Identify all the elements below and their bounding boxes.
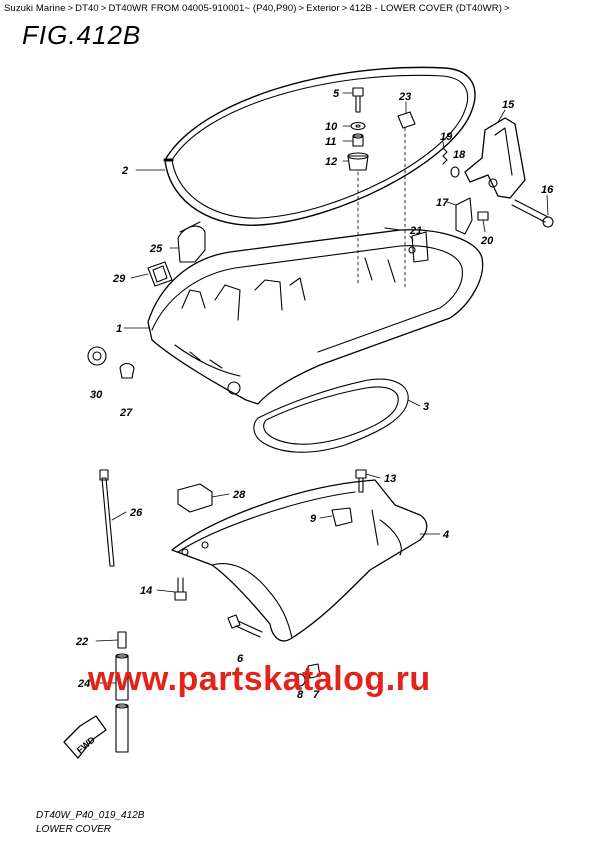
- part-17-bracket[interactable]: [455, 197, 473, 235]
- figure-title: FIG.412B: [22, 20, 142, 50]
- callout-14: 14: [140, 585, 152, 597]
- callout-5: 5: [333, 88, 340, 100]
- fwd-label: FWD: [75, 734, 98, 755]
- part-24-hose[interactable]: [115, 653, 129, 753]
- callout-21: 21: [409, 225, 422, 237]
- part-29-grommet[interactable]: [147, 261, 173, 287]
- callout-13: 13: [384, 473, 396, 485]
- breadcrumb-link-dt40wr[interactable]: DT40WR FROM 04005-910001~ (P40,P90): [108, 3, 297, 14]
- part-20-bolt[interactable]: [477, 211, 489, 221]
- part-2-gasket[interactable]: [163, 66, 476, 226]
- callout-2: 2: [121, 165, 128, 177]
- part-13-bolt[interactable]: [355, 469, 367, 493]
- part-14-bolt[interactable]: [174, 577, 187, 601]
- part-27-plug[interactable]: [119, 362, 135, 379]
- callout-24: 24: [77, 678, 90, 690]
- callout-29: 29: [112, 273, 126, 285]
- callout-22: 22: [75, 636, 88, 648]
- callout-12: 12: [325, 156, 337, 168]
- figure-code: DT40W_P40_019_412B: [36, 810, 145, 821]
- part-3-gasket-plate[interactable]: [253, 378, 409, 453]
- callout-11: 11: [325, 136, 336, 148]
- breadcrumb-current: 412B - LOWER COVER (DT40WR): [349, 3, 502, 14]
- callout-23: 23: [398, 91, 411, 103]
- part-5-bolt[interactable]: [352, 87, 364, 113]
- breadcrumb: Suzuki Marine>DT40>DT40WR FROM 04005-910…: [4, 3, 510, 14]
- part-11-collar[interactable]: [352, 133, 364, 147]
- fwd-arrow-icon: [63, 715, 107, 759]
- callout-3: 3: [423, 401, 429, 413]
- part-8-washer[interactable]: [294, 673, 306, 687]
- callout-10: 10: [325, 121, 338, 133]
- leader-lines: [95, 92, 549, 684]
- breadcrumb-link-suzuki-marine[interactable]: Suzuki Marine: [4, 3, 66, 14]
- part-4-lower-side-cover[interactable]: [171, 479, 428, 642]
- callout-8: 8: [297, 689, 304, 701]
- callout-28: 28: [232, 489, 246, 501]
- part-9-clip[interactable]: [331, 507, 353, 527]
- part-16-bolt[interactable]: [511, 199, 554, 228]
- breadcrumb-link-dt40[interactable]: DT40: [75, 3, 99, 14]
- part-15-bracket[interactable]: [464, 117, 526, 199]
- part-28-pad[interactable]: [177, 483, 213, 513]
- callout-30: 30: [90, 389, 103, 401]
- callout-26: 26: [129, 507, 143, 519]
- callout-27: 27: [119, 407, 133, 419]
- callout-15: 15: [502, 99, 515, 111]
- part-26-strap[interactable]: [99, 469, 115, 567]
- part-19-spring[interactable]: [442, 147, 448, 165]
- callout-4: 4: [442, 529, 449, 541]
- callout-1: 1: [116, 323, 122, 335]
- breadcrumb-link-exterior[interactable]: Exterior: [306, 3, 340, 14]
- callout-17: 17: [436, 197, 449, 209]
- part-6-bolt[interactable]: [227, 614, 263, 638]
- part-10-washer[interactable]: [350, 121, 366, 131]
- part-25-nozzle[interactable]: [177, 221, 206, 263]
- part-21-bracket[interactable]: [408, 231, 429, 263]
- callout-6: 6: [237, 653, 244, 665]
- figure-name: LOWER COVER: [36, 824, 112, 835]
- part-7-nut[interactable]: [307, 663, 321, 679]
- part-23-clip[interactable]: [397, 111, 416, 129]
- callout-19: 19: [440, 131, 453, 143]
- callout-9: 9: [310, 513, 317, 525]
- part-18-nut[interactable]: [450, 166, 460, 178]
- callout-labels: 1 2 3 4 5 6 7 8 9 10 11 12 13 14 15 16 1…: [75, 88, 554, 755]
- watermark: www.partskatalog.ru: [88, 660, 431, 698]
- callout-25: 25: [149, 243, 163, 255]
- part-30-grommet[interactable]: [87, 346, 107, 366]
- part-22-clip[interactable]: [117, 631, 127, 649]
- part-1-lower-cover[interactable]: [147, 227, 484, 405]
- callout-16: 16: [541, 184, 554, 196]
- callout-18: 18: [453, 149, 466, 161]
- part-12-grommet[interactable]: [347, 152, 369, 171]
- callout-7: 7: [313, 689, 320, 701]
- callout-20: 20: [480, 235, 494, 247]
